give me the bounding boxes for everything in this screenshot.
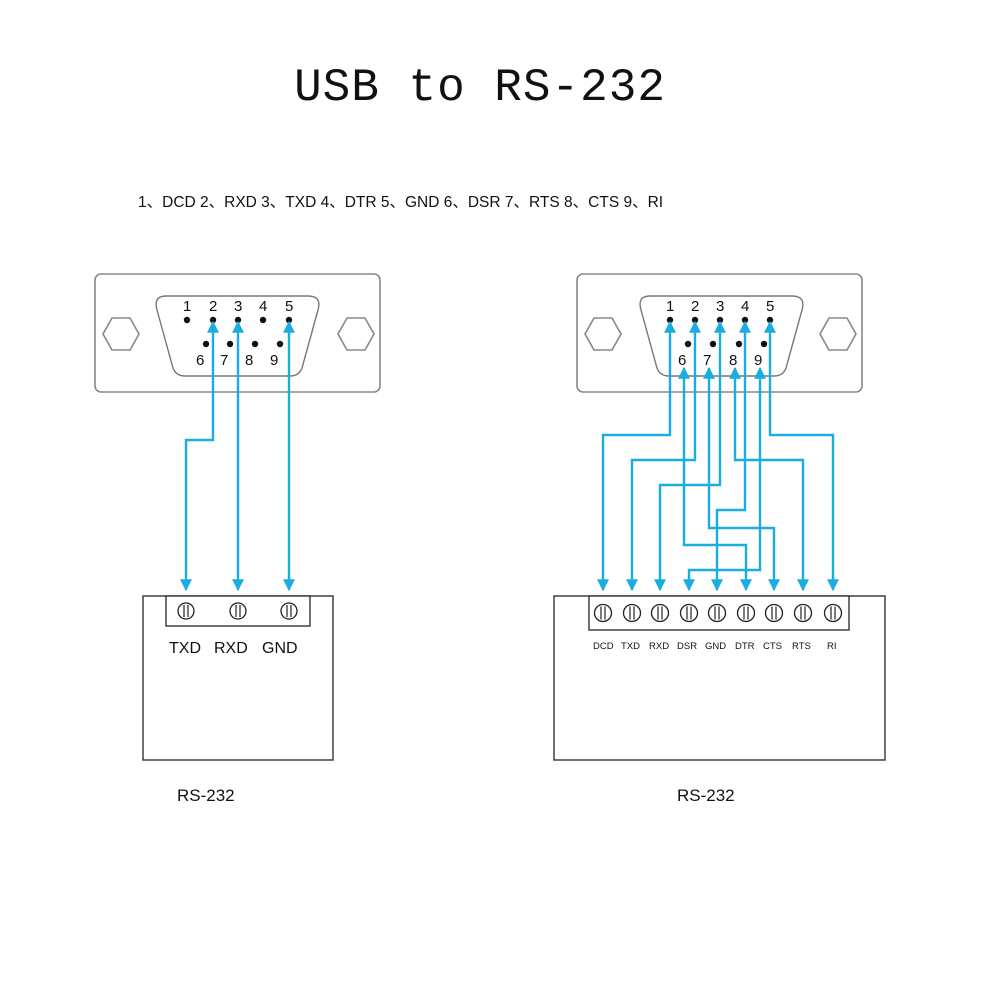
right-pin-label: 9 [754, 352, 762, 369]
right-wire-pin9-ri [764, 320, 839, 592]
left-wire-pin2-txd [180, 320, 219, 592]
right-pin-label: 7 [703, 352, 711, 369]
right-terminal-label-cts: CTS [763, 641, 782, 652]
right-pin-3: 3 [716, 298, 724, 324]
left-pin-label: 4 [259, 298, 267, 315]
left-pin-dot [202, 340, 210, 348]
right-pin-1: 1 [666, 298, 674, 324]
left-pin-dot [183, 316, 191, 324]
left-wiring [180, 320, 295, 592]
right-pin-label: 4 [741, 298, 749, 315]
left-pin-dot [251, 340, 259, 348]
left-pin-label: 2 [209, 298, 217, 315]
right-pin-dot [735, 340, 743, 348]
right-terminal-screw-1 [593, 603, 613, 623]
left-terminal-label-gnd: GND [262, 640, 298, 657]
right-terminal-label-txd: TXD [621, 641, 640, 652]
left-terminal-screw-1 [177, 602, 195, 620]
right-wiring [597, 320, 839, 592]
left-pin-label: 9 [270, 352, 278, 369]
right-terminal-screw-3 [650, 603, 670, 623]
right-terminal-screw-5 [707, 603, 727, 623]
left-caption: RS-232 [177, 786, 235, 805]
left-pin-label: 3 [234, 298, 242, 315]
right-terminal-label-ri: RI [827, 641, 837, 652]
left-pin-4: 4 [259, 298, 267, 324]
right-pin-label: 1 [666, 298, 674, 315]
left-pin-8: 8 [245, 340, 259, 369]
right-pin-6: 6 [678, 340, 692, 369]
right-terminal-screw-7 [764, 603, 784, 623]
left-mount-nut-left [102, 317, 140, 351]
right-mount-nut-right [819, 317, 857, 351]
left-pin-1: 1 [183, 298, 191, 324]
left-pin-label: 6 [196, 352, 204, 369]
right-wire-pin7-rts [703, 366, 780, 592]
diagram-title: USB to RS-232 [294, 62, 666, 114]
pin-legend: 1、DCD 2、RXD 3、TXD 4、DTR 5、GND 6、DSR 7、RT… [138, 194, 664, 211]
right-pin-2: 2 [691, 298, 699, 324]
left-terminal-label-txd: TXD [169, 640, 201, 657]
right-terminal-block: DCD TXD RXD DSR GND DTR CTS RTS RI [553, 595, 886, 761]
left-pin-label: 8 [245, 352, 253, 369]
left-pin-label: 1 [183, 298, 191, 315]
left-pin-dot [226, 340, 234, 348]
left-pin-2: 2 [209, 298, 217, 324]
right-caption: RS-232 [677, 786, 735, 805]
right-pin-label: 2 [691, 298, 699, 315]
left-pin-label: 5 [285, 298, 293, 315]
left-terminal-label-rxd: RXD [214, 640, 248, 657]
right-terminal-screw-8 [793, 603, 813, 623]
right-terminal-screw-2 [622, 603, 642, 623]
left-pin-label: 7 [220, 352, 228, 369]
right-terminal-screw-9 [823, 603, 843, 623]
right-terminal-screw-4 [679, 603, 699, 623]
right-pin-label: 3 [716, 298, 724, 315]
right-pin-dot [760, 340, 768, 348]
right-pin-dot [684, 340, 692, 348]
left-pin-6: 6 [196, 340, 210, 369]
left-pin-9: 9 [270, 340, 284, 369]
right-pin-5: 5 [766, 298, 774, 324]
right-wire-pin4-dtr [678, 366, 752, 592]
left-pin-3: 3 [234, 298, 242, 324]
right-terminal-labels: DCD TXD RXD DSR GND DTR CTS RTS RI [593, 641, 837, 652]
right-pin-label: 8 [729, 352, 737, 369]
left-pin-7: 7 [220, 340, 234, 369]
right-pin-8: 8 [729, 340, 743, 369]
left-mount-nut-right [337, 317, 375, 351]
left-pin-5: 5 [285, 298, 293, 324]
right-mount-nut-left [584, 317, 622, 351]
right-terminal-label-dcd: DCD [593, 641, 614, 652]
left-pin-dot [276, 340, 284, 348]
right-pin-4: 4 [741, 298, 749, 324]
left-screws [177, 602, 298, 620]
right-terminal-label-rxd: RXD [649, 641, 669, 652]
right-terminal-label-rts: RTS [792, 641, 811, 652]
right-terminal-label-dsr: DSR [677, 641, 697, 652]
right-terminal-label-dtr: DTR [735, 641, 755, 652]
right-screws [593, 603, 843, 623]
right-terminal-screw-6 [736, 603, 756, 623]
left-terminal-screw-2 [229, 602, 247, 620]
right-pin-label: 6 [678, 352, 686, 369]
right-pin-dot [709, 340, 717, 348]
right-pin-9: 9 [754, 340, 768, 369]
right-terminal-label-gnd: GND [705, 641, 726, 652]
right-wire-pin6-dsr [683, 366, 766, 592]
left-terminal-screw-3 [280, 602, 298, 620]
right-pin-7: 7 [703, 340, 717, 369]
right-pin-label: 5 [766, 298, 774, 315]
left-pin-dot [259, 316, 267, 324]
left-terminal-block: TXD RXD GND [142, 595, 334, 761]
